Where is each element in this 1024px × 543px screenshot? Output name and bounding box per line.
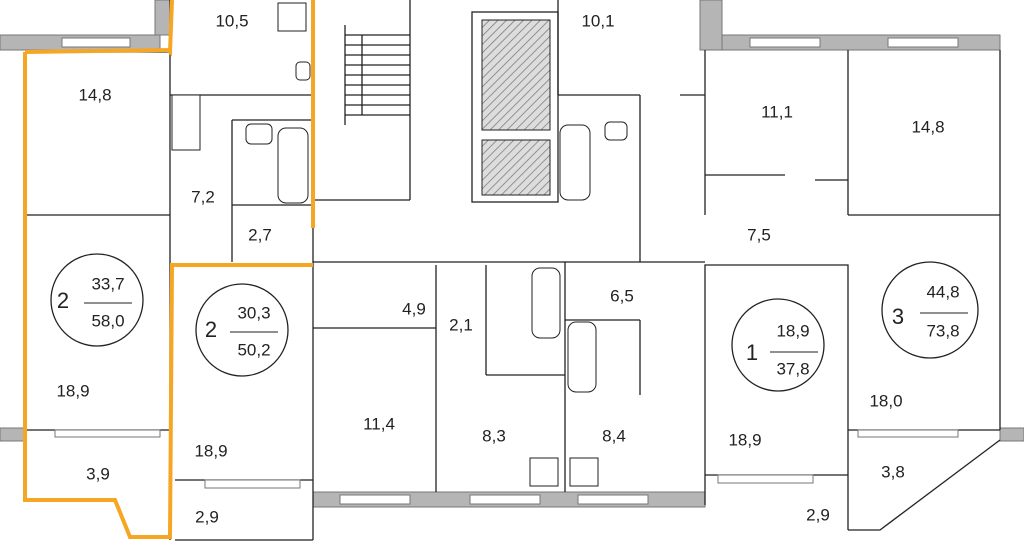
room-area: 3,8: [881, 462, 905, 481]
room-area: 3,9: [86, 464, 110, 483]
bathtub-icon: [277, 127, 309, 204]
staircase: [313, 0, 411, 201]
stove-icon: [277, 2, 307, 32]
room-area: 18,0: [869, 391, 902, 410]
room-area: 11,4: [363, 414, 395, 433]
exterior-walls: [0, 0, 1024, 508]
room-area: 18,9: [56, 381, 89, 400]
apartment-badge[interactable]: 1 18,9 37,8: [731, 298, 825, 392]
room-area: 7,2: [191, 187, 215, 206]
room-area: 2,7: [248, 225, 272, 244]
room-area: 2,1: [449, 315, 473, 334]
apartment-living-area: 30,3: [237, 303, 270, 322]
apartment-total-area: 58,0: [91, 311, 124, 330]
selected-apartment-outline: [23, 0, 315, 539]
room-area: 6,5: [610, 286, 634, 305]
apartment-total-area: 50,2: [237, 340, 270, 359]
apartment-room-count: 2: [205, 317, 217, 342]
elevator-shaft: [471, 11, 559, 203]
room-area: 8,4: [602, 426, 626, 445]
apartment-total-area: 37,8: [776, 359, 809, 378]
apartment-room-count: 1: [746, 340, 758, 365]
room-area: 10,1: [581, 11, 614, 30]
apartment-room-count: 2: [57, 288, 69, 313]
room-area: 10,5: [215, 11, 248, 30]
room-area: 14,8: [911, 117, 944, 136]
bathtub-icon: [531, 267, 561, 339]
apartment-living-area: 44,8: [926, 282, 959, 301]
fixtures: [245, 2, 628, 487]
room-labels: 10,5 14,8 7,2 2,7 18,9 3,9 18,9 2,9 10,1…: [56, 11, 944, 526]
apartment-living-area: 33,7: [91, 274, 124, 293]
apartment-badge[interactable]: 2 30,3 50,2: [195, 283, 289, 377]
bathtub-icon: [567, 321, 597, 393]
apartment-badge[interactable]: 2 33,7 58,0: [50, 253, 144, 347]
room-area: 2,9: [806, 505, 830, 524]
stove-icon: [569, 457, 599, 487]
apartment-living-area: 18,9: [776, 321, 809, 340]
apartment-badge[interactable]: 3 44,8 73,8: [881, 261, 979, 359]
room-area: 2,9: [195, 507, 219, 526]
bathtub-icon: [559, 124, 591, 201]
sink-icon: [245, 123, 273, 145]
room-area: 11,1: [761, 102, 793, 121]
room-area: 18,9: [728, 430, 761, 449]
stove-icon: [529, 457, 559, 487]
room-area: 7,5: [747, 225, 771, 244]
apartment-total-area: 73,8: [926, 321, 959, 340]
room-area: 4,9: [402, 299, 426, 318]
room-area: 14,8: [78, 85, 111, 104]
interior-walls: [25, 0, 1001, 541]
room-area: 8,3: [482, 426, 506, 445]
sink-icon: [604, 121, 628, 141]
room-area: 18,9: [194, 441, 227, 460]
sink-icon: [295, 61, 311, 81]
apartment-room-count: 3: [892, 304, 904, 329]
